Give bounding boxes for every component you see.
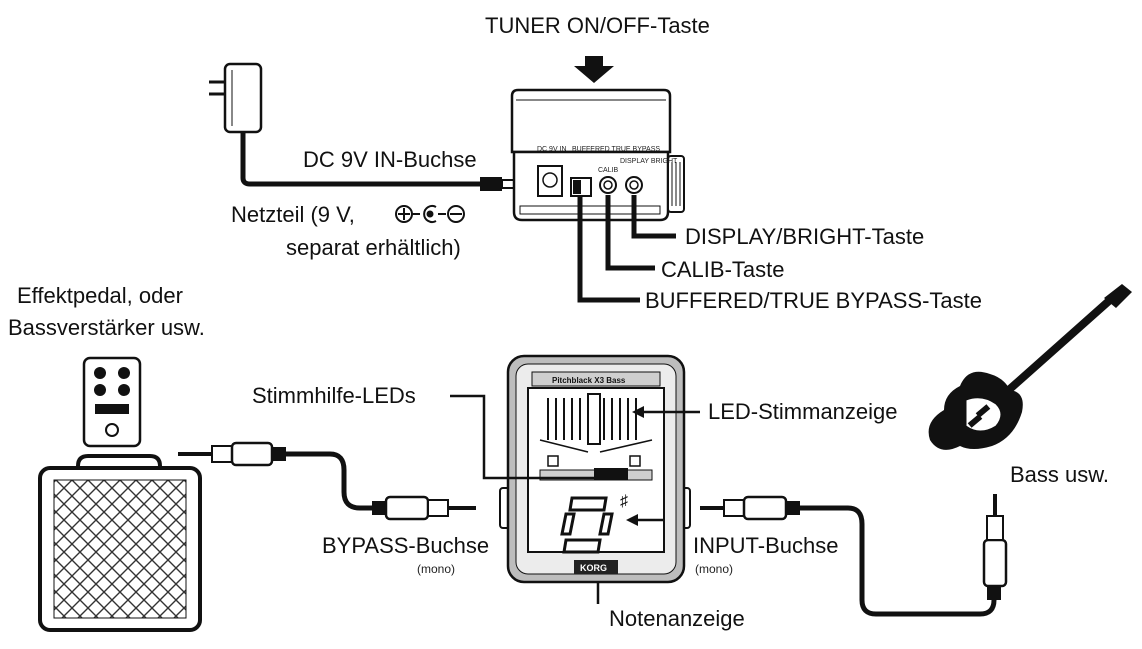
- rear-bypass-text: BUFFERED TRUE BYPASS: [572, 146, 660, 153]
- bypass-button-label: BUFFERED/TRUE BYPASS-Taste: [645, 288, 982, 313]
- guide-leds-leader: [450, 394, 594, 480]
- guide-leds-label: Stimmhilfe-LEDs: [252, 383, 416, 408]
- led-meter-label: LED-Stimmanzeige: [708, 399, 898, 424]
- input-cable: [700, 494, 1008, 617]
- effect-label-line2: Bassverstärker usw.: [8, 315, 205, 340]
- tuner-front-view: ♯: [499, 354, 691, 584]
- input-jack-mono: (mono): [695, 562, 734, 576]
- bass-guitar-icon: [928, 284, 1132, 450]
- led-meter-arrow: [632, 406, 644, 418]
- ac-adapter-icon: [209, 62, 517, 191]
- adapter-label-line1: Netzteil (9 V,: [231, 202, 355, 227]
- rear-dc-text: DC 9V IN: [537, 146, 567, 153]
- display-button-label: DISPLAY/BRIGHT-Taste: [685, 224, 925, 249]
- note-display-label: Notenanzeige: [609, 606, 745, 631]
- rear-display-text: DISPLAY BRIGHT: [620, 158, 678, 165]
- amplifier-icon: [38, 454, 202, 632]
- brand-logo: KORG: [580, 563, 607, 573]
- plug-icon: [178, 441, 476, 521]
- bypass-jack-label: BYPASS-Buchse: [322, 533, 490, 558]
- polarity-symbol-icon: [395, 205, 465, 223]
- effect-label-line1: Effektpedal, oder: [17, 283, 183, 308]
- sharp-flat-glyph: ♯: [620, 493, 628, 510]
- tuner-rear-view: [510, 88, 685, 303]
- rear-calib-text: CALIB: [598, 167, 619, 174]
- calib-button-label: CALIB-Taste: [661, 257, 785, 282]
- dc-jack-label: DC 9V IN-Buchse: [303, 147, 477, 172]
- input-jack-label: INPUT-Buchse: [693, 533, 839, 558]
- effect-pedal-icon: [82, 356, 142, 448]
- down-arrow-icon: [574, 56, 614, 83]
- adapter-label-line2: separat erhältlich): [286, 235, 461, 260]
- bypass-jack-mono: (mono): [417, 562, 456, 576]
- tuner-switch-label: TUNER ON/OFF-Taste: [485, 13, 710, 38]
- bass-label: Bass usw.: [1010, 462, 1110, 487]
- model-name: Pitchblack X3 Bass: [552, 376, 626, 385]
